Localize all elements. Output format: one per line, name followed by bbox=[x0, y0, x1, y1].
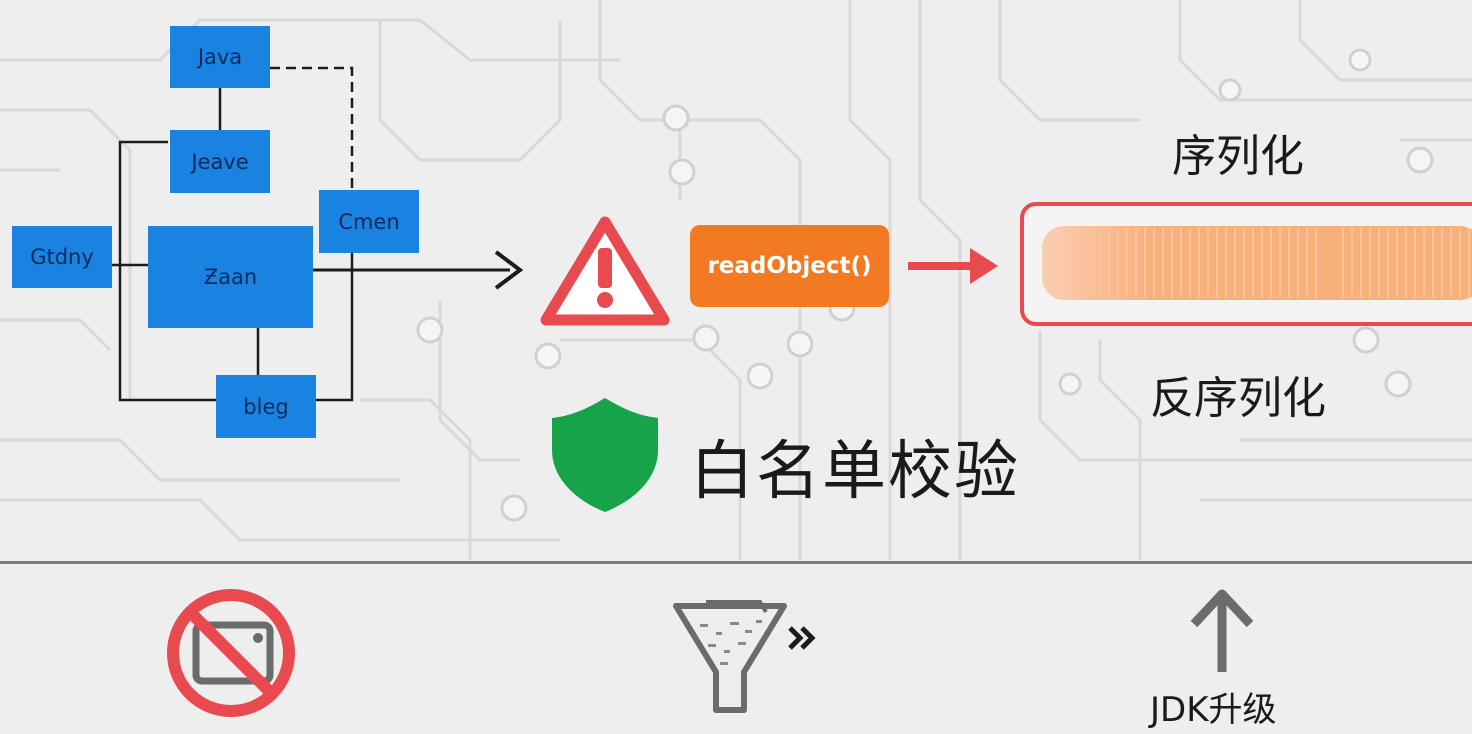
no-entry-icon bbox=[167, 589, 295, 717]
deserialize-label: 反序列化 bbox=[1150, 373, 1326, 424]
connector-bleg-cmen bbox=[316, 244, 354, 402]
jdk-upgrade-label: JDK升级 bbox=[1150, 690, 1277, 730]
node-java: Java bbox=[170, 26, 270, 88]
arrow-method-to-stream bbox=[908, 248, 998, 284]
connector-java-cmen-dashed bbox=[270, 66, 354, 190]
read-object-method: readObject() bbox=[690, 225, 889, 307]
node-cmen: Cmen bbox=[319, 190, 419, 253]
connector-left-loop bbox=[118, 140, 216, 402]
stream-frame bbox=[1020, 202, 1472, 326]
arrow-up-icon bbox=[1190, 589, 1254, 672]
node-zaan: Ƶaan bbox=[148, 226, 313, 328]
node-jeave: Jeave bbox=[170, 130, 270, 193]
node-bleg: bleg bbox=[216, 375, 316, 438]
whitelist-label: 白名单校验 bbox=[690, 435, 1020, 509]
warning-icon bbox=[540, 216, 670, 326]
byte-stream bbox=[1042, 226, 1472, 300]
shield-icon bbox=[552, 398, 658, 512]
node-gtdny: Gtdny bbox=[12, 226, 112, 288]
section-divider bbox=[0, 561, 1472, 564]
filter-funnel-icon bbox=[673, 600, 816, 713]
arrow-head-to-warning bbox=[494, 250, 524, 290]
serialize-label: 序列化 bbox=[1172, 131, 1304, 182]
